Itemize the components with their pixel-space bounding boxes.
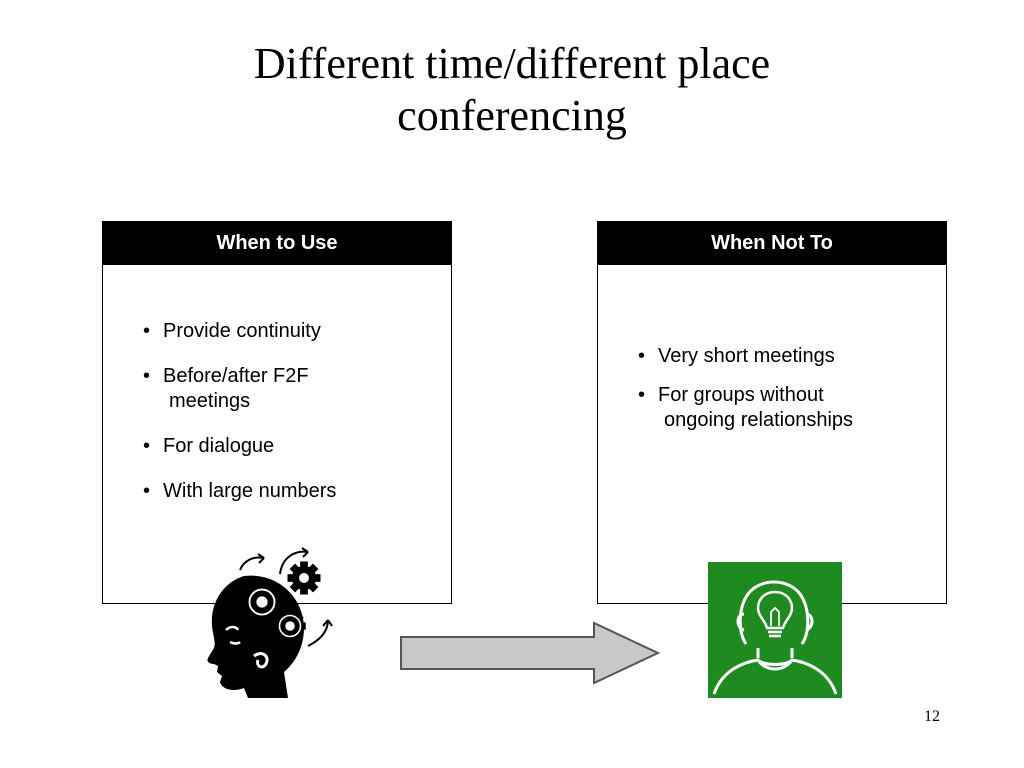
slide-title-line-2: conferencing	[397, 91, 627, 140]
slide-title: Different time/different place conferenc…	[0, 38, 1024, 142]
list-item: Provide continuity	[139, 319, 443, 344]
head-lightbulb-icon	[708, 562, 842, 698]
list-item: For groups without ongoing relationships	[634, 383, 938, 433]
list-item-text: Provide continuity	[163, 320, 321, 342]
list-item-text: With large numbers	[163, 480, 337, 502]
arrow-right-icon	[400, 621, 661, 685]
list-item-text: Very short meetings	[658, 345, 835, 367]
list-item-continuation: meetings	[169, 390, 251, 412]
list-item: For dialogue	[139, 434, 443, 459]
list-item-text: For dialogue	[163, 435, 275, 457]
list-item: Before/after F2F meetings	[139, 364, 443, 414]
head-gears-icon	[207, 547, 333, 698]
slide-title-line-1: Different time/different place	[253, 39, 771, 88]
list-item-text: For groups without	[658, 384, 824, 406]
list-item: Very short meetings	[634, 344, 938, 369]
when-to-use-panel: When to Use Provide continuity Before/af…	[102, 221, 452, 604]
when-to-use-list: Provide continuity Before/after F2F meeti…	[139, 319, 443, 524]
page-number: 12	[924, 708, 940, 725]
list-item-text: Before/after F2F	[163, 365, 309, 387]
when-to-use-header: When to Use	[103, 222, 451, 265]
list-item: With large numbers	[139, 479, 443, 504]
when-not-to-header: When Not To	[598, 222, 946, 265]
list-item-continuation: ongoing relationships	[664, 409, 854, 431]
when-not-to-panel: When Not To Very short meetings For grou…	[597, 221, 947, 604]
when-not-to-list: Very short meetings For groups without on…	[634, 344, 938, 447]
